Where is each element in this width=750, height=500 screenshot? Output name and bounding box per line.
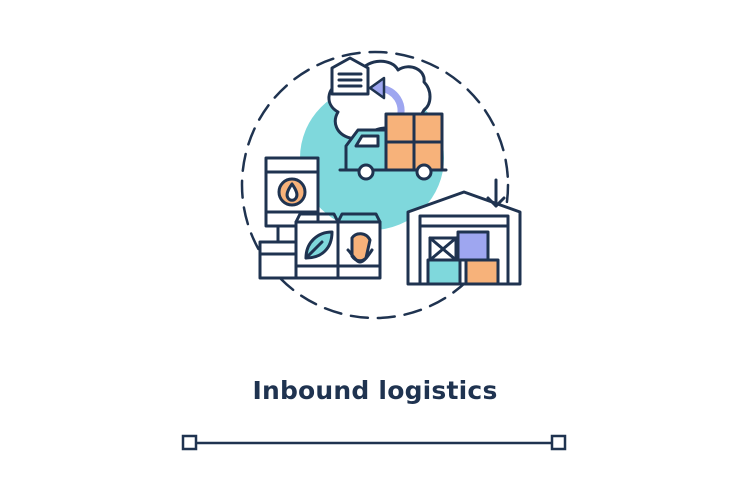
truck-icon [338,112,448,181]
building-icon [330,56,370,96]
corn-bag-icon [336,212,382,280]
boxes-icon [426,230,500,286]
leaf-bag-icon [294,212,340,280]
divider-right-square-icon [550,434,567,451]
decorative-divider [181,434,567,451]
dashed-circle-frame [240,50,510,320]
divider-left-square-icon [181,434,198,451]
oil-barrel-icon [258,156,320,280]
concept-title: Inbound logistics [252,376,498,405]
down-arrow-icon [486,178,506,208]
